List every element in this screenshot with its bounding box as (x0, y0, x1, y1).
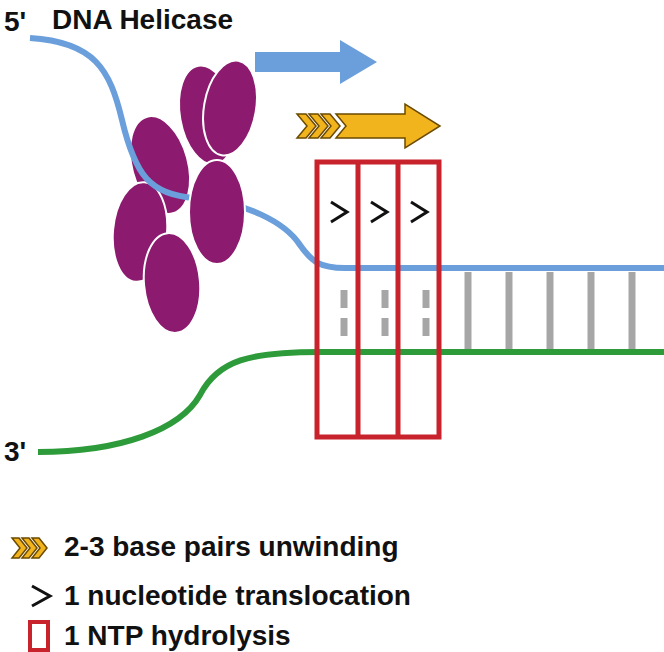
strand-end-label: 5' (4, 8, 26, 36)
translocation-chevrons (331, 202, 427, 222)
legend-unwinding-sample (12, 538, 47, 558)
legend-translocation-sample (32, 586, 50, 606)
leading-strand (30, 38, 664, 268)
protein-name: DNA Helicase (52, 6, 233, 34)
direction-arrow (255, 40, 377, 84)
ntp-boxes (317, 162, 439, 437)
legend-text: 1 NTP hydrolysis (64, 622, 291, 650)
legend-ntp-sample (30, 622, 48, 650)
legend-text: 1 nucleotide translocation (64, 582, 411, 610)
legend-text: 2-3 base pairs unwinding (64, 533, 399, 561)
strand-end-label: 3' (4, 438, 26, 466)
base-pairs (468, 272, 632, 349)
helicase-subunit (189, 160, 245, 264)
unwinding-arrow (297, 104, 440, 148)
